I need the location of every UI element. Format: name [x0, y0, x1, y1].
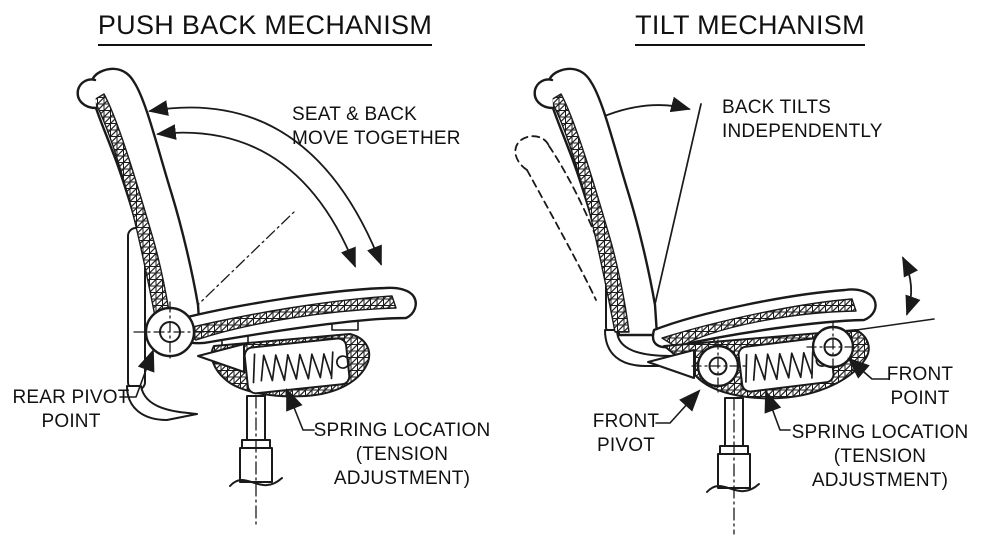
- rear-pivot-point: [133, 301, 219, 363]
- backrest-cushion-hatch-right: [550, 93, 630, 333]
- front-pivot: [691, 339, 747, 393]
- tilt-chair-drawing: [514, 67, 935, 535]
- pushback-chair-drawing: [76, 67, 417, 527]
- adjustment-lever-right: [647, 349, 695, 379]
- pushback-title: PUSH BACK MECHANISM: [80, 10, 450, 46]
- seat-edge-reference-line: [855, 318, 935, 331]
- spring-assembly: [243, 337, 351, 395]
- spring-location-label-right: SPRING LOCATION (TENSION ADJUSTMENT): [791, 422, 969, 491]
- seat-pan-hatch-right: [661, 298, 857, 349]
- tilt-reference-line: [649, 103, 702, 327]
- tilt-leaders: [655, 357, 889, 431]
- tilt-title: TILT MECHANISM: [615, 10, 885, 46]
- back-tilts-label: BACK TILTS INDEPENDENTLY: [722, 97, 883, 142]
- rear-pivot-label: REAR PIVOT POINT: [12, 387, 130, 432]
- seat-tilt-arrow: [902, 256, 921, 316]
- spring-location-label-left: SPRING LOCATION (TENSION ADJUSTMENT): [313, 420, 491, 489]
- seat-back-move-label: SEAT & BACK MOVE TOGETHER: [292, 104, 461, 149]
- front-point: [806, 320, 860, 374]
- pushback-motion-arrows: [148, 100, 382, 268]
- seat-pan-hatch: [179, 295, 397, 341]
- front-point-label: FRONT POINT: [886, 364, 954, 409]
- front-pivot-label: FRONT PIVOT: [592, 411, 660, 456]
- tension-mechanism: [197, 333, 371, 398]
- seat: [166, 286, 417, 347]
- pushback-leaders: [119, 348, 315, 431]
- backrest-right: [533, 67, 659, 337]
- pedestal-right: [706, 397, 760, 493]
